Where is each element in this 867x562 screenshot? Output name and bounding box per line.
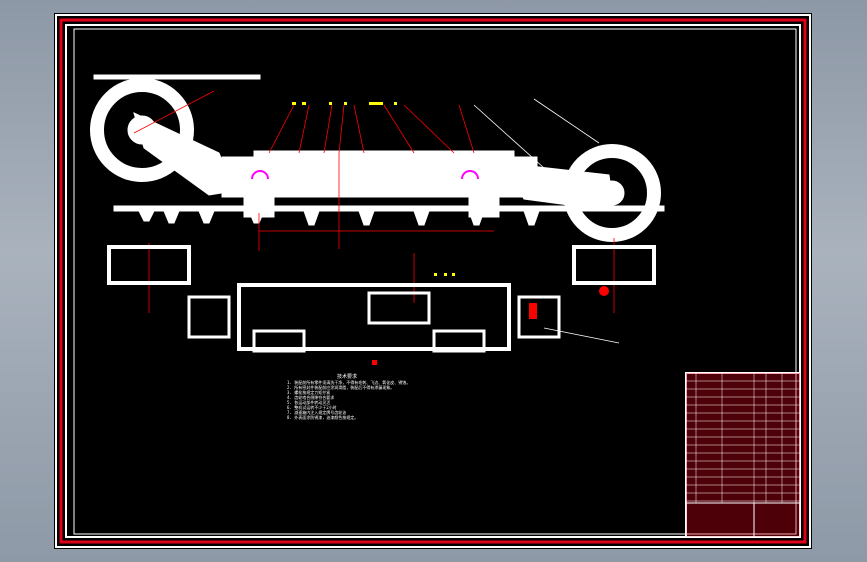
note-line: 3. 螺栓按规定力矩拧紧	[287, 390, 331, 395]
right-ranging-arm	[503, 162, 615, 212]
motor-housing	[367, 291, 431, 325]
drawing-area	[73, 28, 797, 535]
note-line: 7. 减速箱内注入规定牌号齿轮油	[287, 410, 347, 415]
outer-frame	[55, 14, 811, 548]
bom-columns	[695, 373, 783, 503]
red-border	[59, 18, 807, 544]
note-line: 5. 各运动部件转动灵活	[287, 400, 331, 405]
machine-body	[221, 156, 538, 198]
technical-requirements: 技术要求 1. 装配前所有零件须清洗干净，不得有毛刺、飞边、氧化皮、锈蚀。 2.…	[287, 374, 527, 421]
title-block	[685, 372, 801, 538]
left-cutting-drum	[90, 78, 194, 182]
note-line: 1. 装配前所有零件须清洗干净，不得有毛刺、飞边、氧化皮、锈蚀。	[287, 380, 411, 385]
left-drum-plan	[107, 245, 191, 285]
white-leaders	[473, 98, 620, 344]
right-cutting-drum	[563, 144, 661, 242]
gear-details	[251, 170, 479, 180]
note-line: 6. 整机试运转不少于2小时	[287, 405, 337, 410]
drawing-sheet: 技术要求 1. 装配前所有零件须清洗干净，不得有毛刺、飞边、氧化皮、锈蚀。 2.…	[54, 13, 812, 549]
note-line: 8. 外表面涂防锈漆，油漆颜色按规定。	[287, 415, 359, 420]
right-drum-plan	[572, 245, 656, 285]
cad-drawing	[55, 14, 811, 548]
plan-red-details	[372, 286, 609, 365]
top-plan-view	[107, 245, 656, 353]
reference-bar	[93, 74, 261, 80]
rail-track	[113, 205, 665, 212]
notes-heading: 技术要求	[337, 374, 358, 380]
note-line: 2. 所有密封件装配前应涂润滑脂，装配后不得有渗漏现象。	[287, 385, 395, 390]
inner-frame	[65, 24, 801, 538]
balloon-tags	[292, 102, 455, 276]
note-line: 4. 齿轮啮合侧隙符合要求	[287, 395, 335, 400]
body-plan	[237, 283, 511, 351]
bom-rows	[686, 380, 800, 502]
leader-lines	[133, 90, 615, 313]
front-elevation-view	[90, 74, 665, 242]
